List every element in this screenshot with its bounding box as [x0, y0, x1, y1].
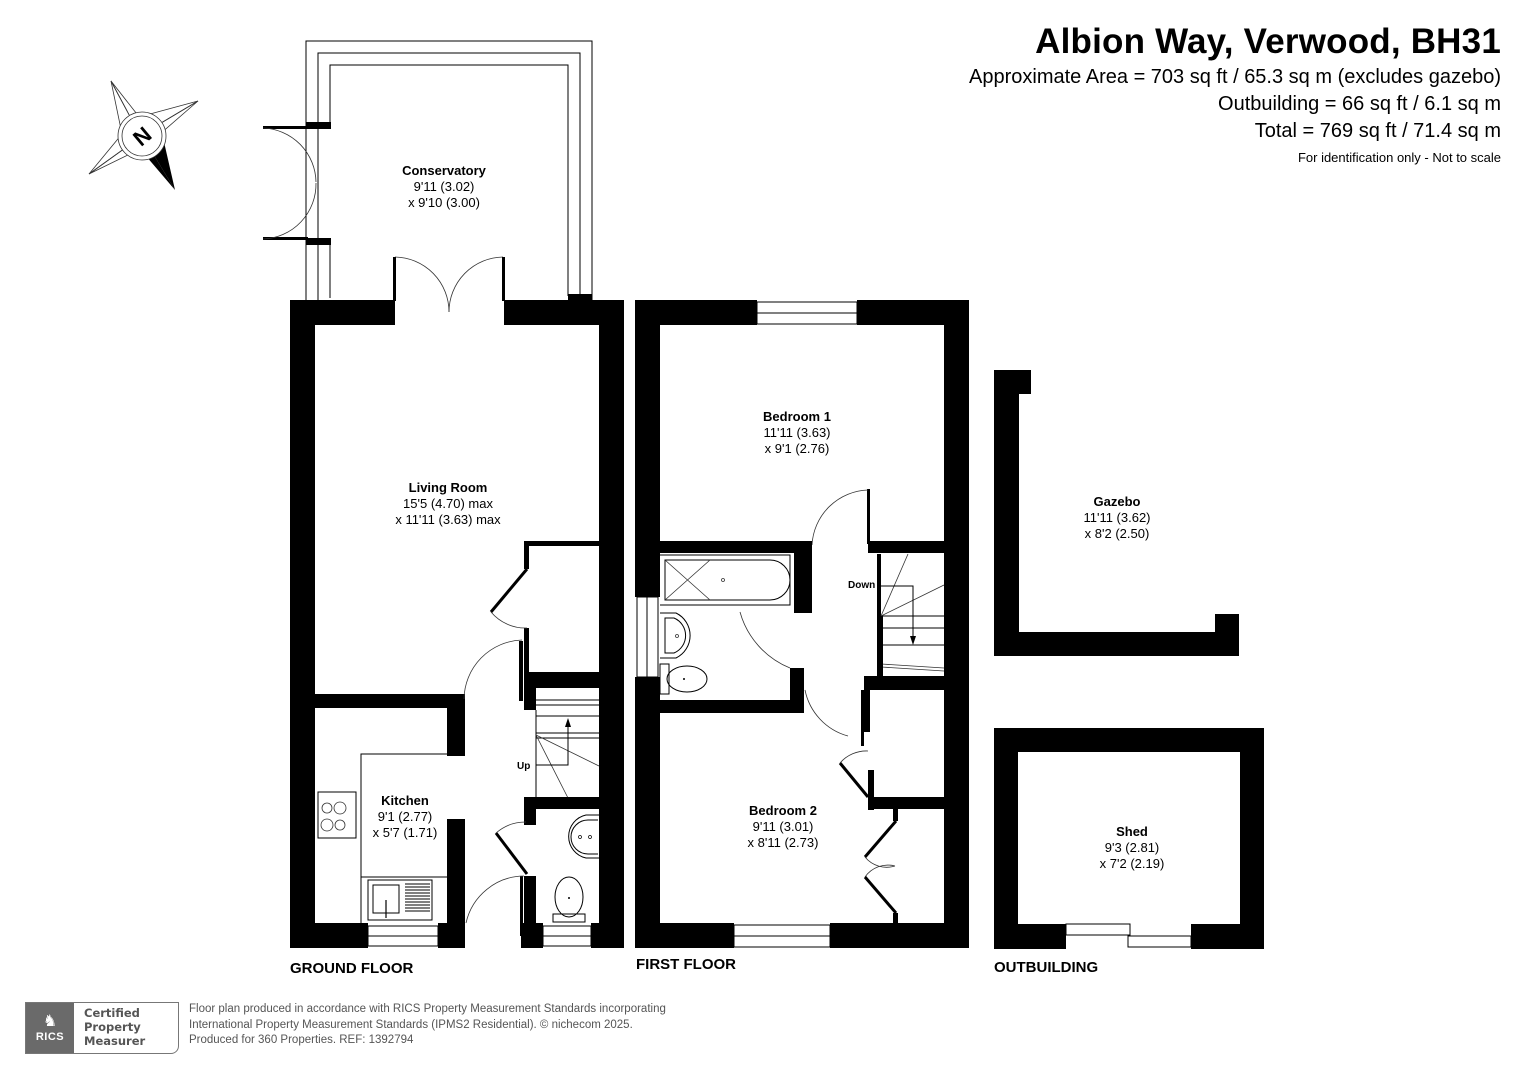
first-floor-plan: Down Bedroom 1 11'11 (3.63) x 9'1 (2.76)…: [635, 300, 969, 973]
svg-text:Shed: Shed: [1116, 824, 1148, 839]
footer: ♞ RICS Certified Property Measurer Floor…: [25, 1002, 666, 1054]
outbuilding-plan: Gazebo 11'11 (3.62) x 8'2 (2.50) Shed 9'…: [994, 370, 1264, 976]
lion-icon: ♞: [42, 1013, 58, 1030]
first-floor-label: FIRST FLOOR: [636, 956, 736, 973]
svg-text:x 9'10 (3.00): x 9'10 (3.00): [408, 195, 480, 210]
property-title: Albion Way, Verwood, BH31: [1035, 22, 1501, 61]
rics-logo-text: RICS: [35, 1031, 65, 1043]
svg-text:x 8'2 (2.50): x 8'2 (2.50): [1085, 526, 1150, 541]
svg-text:x 11'11 (3.63) max: x 11'11 (3.63) max: [395, 512, 501, 527]
footer-line-2: International Property Measurement Stand…: [189, 1018, 633, 1031]
rics-logo: ♞ RICS: [26, 1003, 74, 1053]
svg-text:11'11 (3.62): 11'11 (3.62): [1083, 510, 1150, 525]
svg-text:Gazebo: Gazebo: [1094, 494, 1141, 509]
svg-text:x 9'1 (2.76): x 9'1 (2.76): [765, 441, 830, 456]
outbuilding-label: OUTBUILDING: [994, 959, 1098, 976]
room-label-bedroom-2: Bedroom 2 9'11 (3.01) x 8'11 (2.73): [748, 803, 819, 850]
scale-disclaimer: For identification only - Not to scale: [1297, 150, 1501, 165]
room-label-shed: Shed 9'3 (2.81) x 7'2 (2.19): [1100, 824, 1165, 871]
north-compass-icon: N: [88, 80, 199, 190]
ground-floor-plan: Up Conservatory 9'11 (3.02) x 9'10: [262, 40, 624, 977]
cert-line-1: Certified: [84, 1006, 140, 1020]
cert-line-3: Measurer: [84, 1034, 146, 1048]
room-label-kitchen: Kitchen 9'1 (2.77) x 5'7 (1.71): [373, 793, 438, 840]
svg-text:9'11 (3.02): 9'11 (3.02): [414, 179, 475, 194]
svg-text:9'3 (2.81): 9'3 (2.81): [1105, 840, 1160, 855]
room-label-conservatory: Conservatory 9'11 (3.02) x 9'10 (3.00): [402, 163, 487, 210]
svg-text:Conservatory: Conservatory: [402, 163, 487, 178]
footer-disclaimer: Floor plan produced in accordance with R…: [189, 1002, 666, 1049]
rics-certified-badge: ♞ RICS Certified Property Measurer: [25, 1002, 179, 1054]
footer-line-3: Produced for 360 Properties. REF: 139279…: [189, 1034, 414, 1046]
cert-line-2: Property: [84, 1020, 141, 1034]
certified-measurer-text: Certified Property Measurer: [74, 1003, 145, 1053]
svg-text:Bedroom 1: Bedroom 1: [763, 409, 831, 424]
property-header: Albion Way, Verwood, BH31 Approximate Ar…: [969, 20, 1501, 168]
svg-text:9'1 (2.77): 9'1 (2.77): [378, 809, 433, 824]
svg-text:x 8'11 (2.73): x 8'11 (2.73): [748, 835, 819, 850]
svg-text:x 7'2 (2.19): x 7'2 (2.19): [1100, 856, 1165, 871]
svg-text:11'11 (3.63): 11'11 (3.63): [763, 425, 830, 440]
svg-text:15'5 (4.70) max: 15'5 (4.70) max: [403, 496, 493, 511]
footer-line-1: Floor plan produced in accordance with R…: [189, 1003, 666, 1015]
svg-text:9'11 (3.01): 9'11 (3.01): [753, 819, 814, 834]
svg-text:Down: Down: [848, 580, 875, 591]
room-label-bedroom-1: Bedroom 1 11'11 (3.63) x 9'1 (2.76): [763, 409, 831, 456]
svg-text:Up: Up: [517, 761, 530, 772]
svg-text:Kitchen: Kitchen: [381, 793, 429, 808]
svg-text:Bedroom 2: Bedroom 2: [749, 803, 817, 818]
svg-text:x 5'7 (1.71): x 5'7 (1.71): [373, 825, 438, 840]
room-label-gazebo: Gazebo 11'11 (3.62) x 8'2 (2.50): [1083, 494, 1150, 541]
approximate-area: Approximate Area = 703 sq ft / 65.3 sq m…: [969, 66, 1501, 88]
ground-floor-label: GROUND FLOOR: [290, 960, 413, 977]
total-area: Total = 769 sq ft / 71.4 sq m: [1254, 120, 1501, 142]
outbuilding-area: Outbuilding = 66 sq ft / 6.1 sq m: [1218, 93, 1501, 115]
room-label-living-room: Living Room 15'5 (4.70) max x 11'11 (3.6…: [395, 480, 501, 527]
svg-text:Living Room: Living Room: [409, 480, 488, 495]
